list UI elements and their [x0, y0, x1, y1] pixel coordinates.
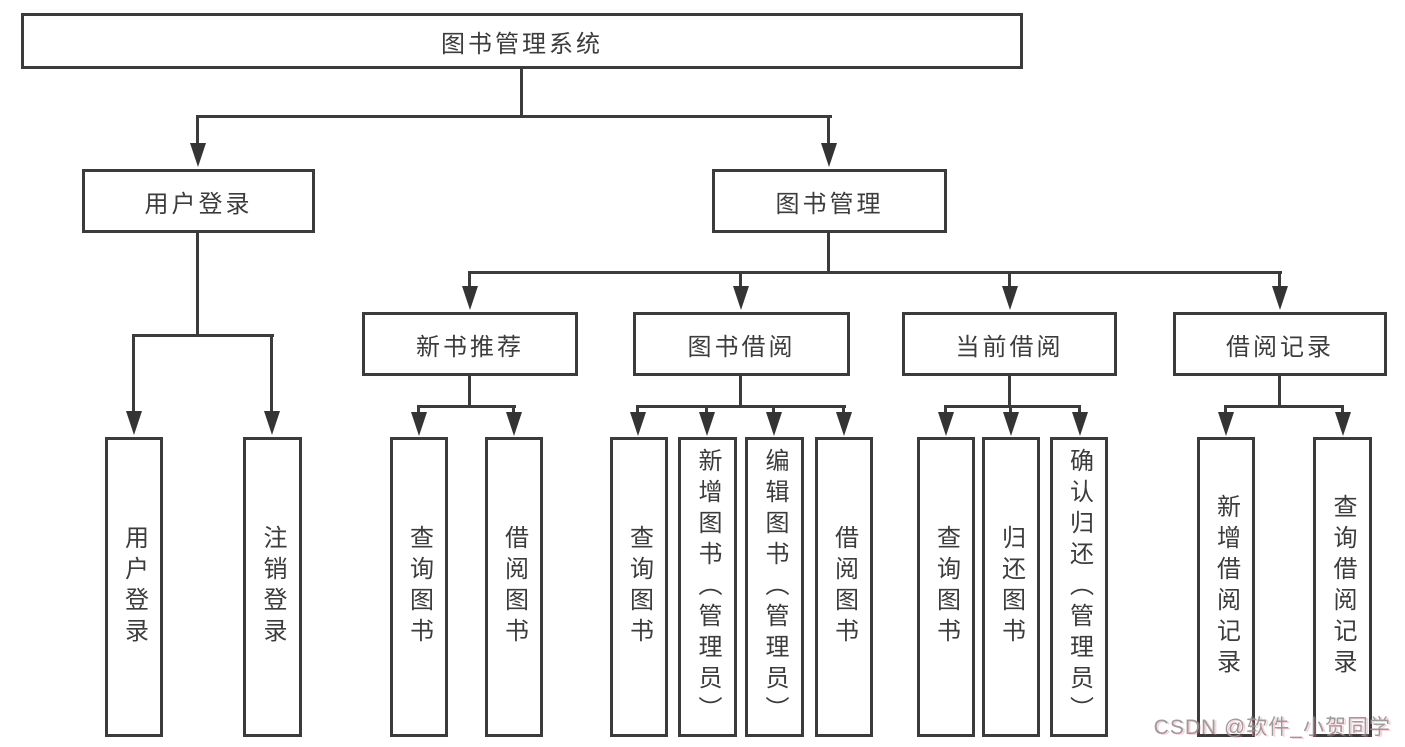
- node-book-management-label: 图书管理: [775, 190, 884, 218]
- node-borrowing-records-label: 借阅记录: [1226, 333, 1334, 361]
- connector-segment: [739, 271, 742, 292]
- connector-segment: [1341, 405, 1344, 417]
- arrowhead: [1218, 412, 1234, 436]
- connector-segment: [468, 375, 471, 408]
- node-bb-query-books: 查询图书: [610, 437, 668, 737]
- node-cb-query-books: 查询图书: [917, 437, 975, 737]
- connector-segment: [842, 405, 845, 417]
- node-cb-return-books: 归还图书: [982, 437, 1040, 737]
- arrowhead: [1002, 286, 1018, 310]
- connector-segment: [417, 405, 516, 408]
- node-ul-logout-label: 注销登录: [259, 525, 286, 649]
- node-nb-borrow-books-label: 借阅图书: [500, 525, 528, 649]
- arrowhead: [462, 286, 478, 310]
- node-new-book-recommendation-label: 新书推荐: [416, 333, 524, 361]
- arrowhead: [506, 412, 522, 436]
- connector-segment: [512, 405, 515, 417]
- arrowhead: [126, 411, 142, 435]
- node-bb-add-books-admin: 新增图书（管理员）: [678, 437, 737, 737]
- arrowhead: [938, 412, 954, 436]
- connector-segment: [417, 405, 420, 417]
- node-root: 图书管理系统: [21, 13, 1023, 69]
- arrowhead: [836, 412, 852, 436]
- node-nb-query-books-label: 查询图书: [405, 525, 433, 649]
- connector-segment: [1008, 271, 1011, 292]
- node-root-label: 图书管理系统: [441, 30, 603, 58]
- connector-segment: [827, 232, 830, 274]
- arrowhead: [1335, 412, 1351, 436]
- node-book-borrowing: 图书借阅: [633, 312, 850, 376]
- arrowhead: [766, 412, 782, 436]
- arrowhead: [411, 412, 427, 436]
- connector-segment: [636, 405, 846, 408]
- connector-segment: [944, 405, 1081, 408]
- node-bb-borrow-books-label: 借阅图书: [830, 525, 858, 649]
- node-book-borrowing-label: 图书借阅: [687, 333, 796, 361]
- node-br-query-record-label: 查询借阅记录: [1329, 494, 1356, 680]
- node-cb-confirm-return-admin-label: 确认归还（管理员）: [1065, 447, 1093, 727]
- node-ul-login: 用户登录: [105, 437, 163, 737]
- node-br-add-record: 新增借阅记录: [1197, 437, 1255, 737]
- node-user-login: 用户登录: [82, 169, 315, 233]
- node-borrowing-records: 借阅记录: [1173, 312, 1387, 376]
- node-current-borrowing-label: 当前借阅: [955, 333, 1064, 361]
- node-bb-add-books-admin-label: 新增图书（管理员）: [694, 447, 721, 727]
- connector-segment: [196, 115, 832, 118]
- node-bb-query-books-label: 查询图书: [625, 525, 653, 649]
- node-book-management: 图书管理: [712, 169, 947, 233]
- node-current-borrowing: 当前借阅: [902, 312, 1117, 376]
- connector-segment: [636, 405, 639, 417]
- connector-segment: [1278, 271, 1281, 292]
- connector-segment: [520, 68, 523, 117]
- arrowhead: [264, 411, 280, 435]
- arrowhead: [1272, 286, 1288, 310]
- connector-segment: [1009, 405, 1012, 417]
- node-cb-query-books-label: 查询图书: [932, 525, 960, 649]
- arrowhead: [1003, 412, 1019, 436]
- arrowhead: [630, 412, 646, 436]
- csdn-watermark: CSDN @软件_小贺同学: [1153, 716, 1391, 739]
- connector-segment: [270, 334, 273, 415]
- arrowhead: [1072, 412, 1088, 436]
- node-cb-confirm-return-admin: 确认归还（管理员）: [1050, 437, 1108, 737]
- connector-segment: [1008, 375, 1011, 408]
- connector-segment: [1278, 375, 1281, 408]
- node-new-book-recommendation: 新书推荐: [362, 312, 578, 376]
- node-br-query-record: 查询借阅记录: [1313, 437, 1372, 737]
- node-nb-borrow-books: 借阅图书: [485, 437, 543, 737]
- connector-segment: [1224, 405, 1227, 417]
- arrowhead: [699, 412, 715, 436]
- connector-segment: [827, 115, 830, 149]
- node-user-login-label: 用户登录: [144, 190, 253, 218]
- connector-segment: [468, 271, 471, 292]
- arrowhead: [821, 143, 837, 167]
- connector-segment: [705, 405, 708, 417]
- connector-segment: [196, 115, 199, 149]
- connector-segment: [132, 334, 274, 337]
- arrowhead: [733, 286, 749, 310]
- node-cb-return-books-label: 归还图书: [997, 525, 1025, 649]
- node-bb-edit-books-admin: 编辑图书（管理员）: [745, 437, 804, 737]
- connector-segment: [772, 405, 775, 417]
- connector-segment: [944, 405, 947, 417]
- connector-segment: [196, 232, 199, 336]
- node-bb-edit-books-admin-label: 编辑图书（管理员）: [761, 447, 788, 727]
- arrowhead: [190, 143, 206, 167]
- connector-segment: [468, 271, 1282, 274]
- node-ul-logout: 注销登录: [243, 437, 302, 737]
- node-bb-borrow-books: 借阅图书: [815, 437, 873, 737]
- node-br-add-record-label: 新增借阅记录: [1212, 494, 1240, 680]
- node-nb-query-books: 查询图书: [390, 437, 448, 737]
- connector-segment: [739, 375, 742, 408]
- connector-segment: [1078, 405, 1081, 417]
- connector-segment: [1224, 405, 1344, 408]
- node-ul-login-label: 用户登录: [120, 525, 148, 649]
- connector-segment: [132, 334, 135, 415]
